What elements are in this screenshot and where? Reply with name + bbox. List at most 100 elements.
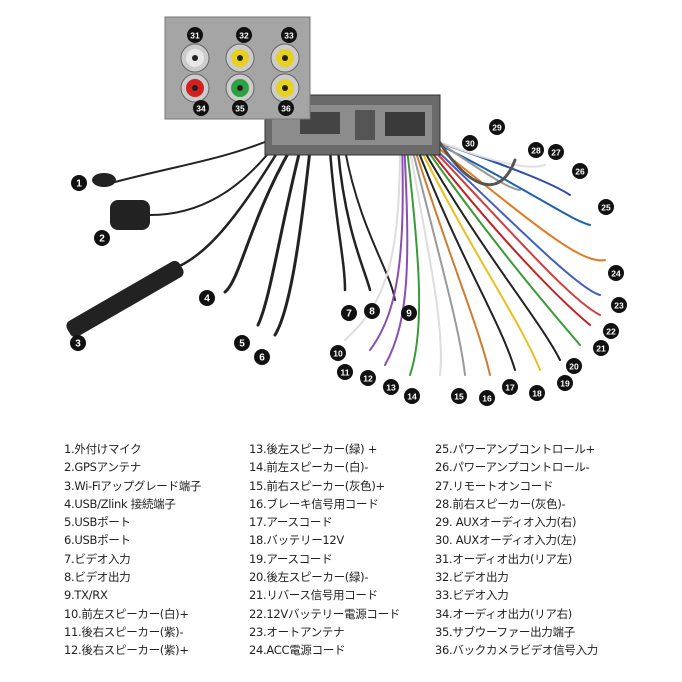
wire xyxy=(409,139,466,376)
callout-circle xyxy=(462,135,478,151)
legend-item: 15.前右スピーカー(灰色)+ xyxy=(249,478,385,493)
wire xyxy=(436,138,517,187)
wire xyxy=(433,139,546,168)
callout-33: 33 xyxy=(281,27,297,43)
callout-circle xyxy=(236,27,252,43)
legend-item: 13.後左スピーカー(緑) + xyxy=(249,442,378,456)
callout-circle xyxy=(593,340,609,356)
wire xyxy=(149,144,276,216)
legend-item: 5.USBポート xyxy=(64,515,131,530)
callout-circle xyxy=(502,379,518,395)
legend-item: 33.ビデオ入力 xyxy=(435,588,509,603)
legend-item: 25.パワーアンプコントロール+ xyxy=(435,442,595,456)
callout-number: 18 xyxy=(532,389,542,399)
callout-4: 4 xyxy=(199,290,215,306)
callout-number: 17 xyxy=(505,383,515,393)
wire xyxy=(429,139,591,226)
wire xyxy=(407,139,442,376)
callout-circle xyxy=(608,265,624,281)
wire xyxy=(417,139,561,361)
callout-number: 24 xyxy=(611,269,621,279)
wire xyxy=(344,149,396,301)
callout-circle xyxy=(341,305,357,321)
callout-number: 23 xyxy=(614,301,624,311)
legend-item: 8.ビデオ出力 xyxy=(64,570,131,585)
callout-circle xyxy=(281,27,297,43)
callout-10: 10 xyxy=(330,345,346,361)
callout-circle xyxy=(598,199,614,215)
legend-item: 10.前左スピーカー(白)+ xyxy=(64,606,189,621)
callout-2: 2 xyxy=(94,230,110,246)
wire xyxy=(384,139,409,366)
legend-item: 14.前左スピーカー(白)- xyxy=(249,460,369,475)
callout-circle xyxy=(234,335,250,351)
wire xyxy=(415,139,541,371)
legend-item: 19.アースコード xyxy=(249,551,333,566)
legend-item: 4.USB/Zlink 接続端子 xyxy=(64,496,176,511)
callout-24: 24 xyxy=(608,265,624,281)
callout-number: 19 xyxy=(560,379,570,389)
wire xyxy=(336,148,372,292)
callout-number: 8 xyxy=(369,307,375,318)
legend-item: 28.前右スピーカー(灰色)- xyxy=(435,496,566,511)
callout-circle xyxy=(360,370,376,386)
callout-circle xyxy=(572,163,588,179)
callout-14: 14 xyxy=(404,388,420,404)
callout-number: 4 xyxy=(204,294,210,305)
callout-number: 22 xyxy=(606,327,616,337)
callout-5: 5 xyxy=(234,335,250,351)
wire xyxy=(114,139,271,183)
wire xyxy=(328,148,347,292)
callout-16: 16 xyxy=(479,390,495,406)
wire xyxy=(273,148,312,337)
wire xyxy=(405,139,421,376)
legend-item: 9.TX/RX xyxy=(64,588,108,603)
wire xyxy=(413,139,516,371)
legend-item: 2.GPSアンテナ xyxy=(64,460,141,475)
legend-item: 24.ACC電源コード xyxy=(249,643,346,658)
legend-item: 31.オーディオ出力(リア左) xyxy=(435,551,572,566)
legend-item: 21.リバース信号用コード xyxy=(249,588,378,603)
callout-number: 2 xyxy=(99,234,105,245)
callout-circle xyxy=(489,119,505,135)
callout-circle xyxy=(330,345,346,361)
legend-item: 18.バッテリー12V xyxy=(249,533,344,548)
callout-34: 34 xyxy=(193,100,209,116)
callout-circle xyxy=(187,27,203,43)
callout-number: 34 xyxy=(196,104,206,114)
callout-number: 16 xyxy=(482,394,492,404)
callout-circle xyxy=(529,385,545,401)
callout-number: 32 xyxy=(239,31,249,41)
legend-item: 7.ビデオ入力 xyxy=(64,551,131,566)
callout-circle xyxy=(278,100,294,116)
wire xyxy=(223,148,292,294)
callout-number: 1 xyxy=(76,179,82,190)
callout-number: 25 xyxy=(601,203,611,213)
callout-number: 13 xyxy=(386,383,396,393)
legend-item: 1.外付けマイク xyxy=(64,442,142,456)
legend-item: 6.USBポート xyxy=(64,533,131,548)
callout-circle xyxy=(528,142,544,158)
callout-8: 8 xyxy=(364,303,380,319)
callout-circle xyxy=(611,297,627,313)
callout-number: 10 xyxy=(333,349,343,359)
callout-number: 27 xyxy=(551,148,561,158)
callout-29: 29 xyxy=(489,119,505,135)
callout-6: 6 xyxy=(254,349,270,365)
callout-circle xyxy=(71,175,87,191)
wifi-antenna xyxy=(66,260,184,338)
callout-28: 28 xyxy=(528,142,544,158)
rca-jack-hole xyxy=(237,55,243,61)
callout-circle xyxy=(337,364,353,380)
callout-number: 33 xyxy=(284,31,294,41)
callout-circle xyxy=(401,305,417,321)
legend-item: 27.リモートオンコード xyxy=(435,478,554,493)
legend-item: 3.Wi-Fiアップグレード端子 xyxy=(64,478,202,493)
callout-number: 3 xyxy=(75,339,81,350)
legend-item: 36.バックカメラビデオ信号入力 xyxy=(435,643,598,658)
legend-item: 20.後左スピーカー(緑)- xyxy=(249,570,369,585)
callout-11: 11 xyxy=(337,364,353,380)
callout-number: 7 xyxy=(346,309,352,320)
